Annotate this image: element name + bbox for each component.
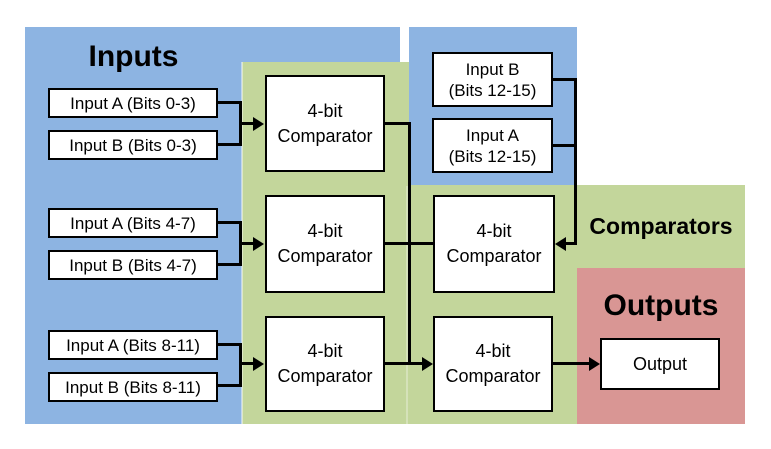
outputs-title: Outputs (603, 289, 719, 322)
input-box-b-12-15: Input B (Bits 12-15) (432, 52, 553, 107)
comparator-box-4: 4-bit Comparator (433, 195, 555, 293)
wire-merge-12-15 (574, 78, 577, 245)
wire-input-a-4-7 (218, 221, 242, 224)
input-box-b-0-3: Input B (Bits 0-3) (48, 130, 218, 160)
wire-input-a-12-15 (553, 144, 577, 147)
wire-into-comparator-4 (564, 242, 577, 245)
wire-merge-8-11 (239, 343, 242, 387)
comparator-label-line2: Comparator (277, 125, 373, 146)
input-box-label: Input B (Bits 4-7) (69, 255, 197, 275)
comparator-box-2: 4-bit Comparator (265, 195, 385, 293)
wire-into-comparator-3 (239, 362, 255, 365)
arrowhead-into-output (589, 357, 600, 371)
comparator-label-line1: 4-bit (476, 221, 512, 241)
comparator-label-line2: Comparator (446, 246, 542, 266)
input-box-label-line2: (Bits 12-15) (448, 146, 537, 166)
wire-input-b-8-11 (218, 384, 242, 387)
input-box-label-line1: Input A (466, 125, 519, 145)
comparator-box-1: 4-bit Comparator (265, 75, 385, 172)
input-box-label: Input A (Bits 8-11) (66, 335, 200, 355)
arrowhead-into-comparator-2 (253, 237, 264, 251)
input-box-label: Input A (Bits 0-3) (70, 93, 196, 113)
input-box-label: Input A (Bits 4-7) (70, 213, 196, 233)
comparator-label-line1: 4-bit (307, 341, 343, 361)
input-box-b-8-11: Input B (Bits 8-11) (48, 372, 218, 402)
wire-into-comparator-1 (239, 122, 255, 125)
comparator-label-line2: Comparator (445, 366, 541, 386)
wire-input-b-4-7 (218, 263, 242, 266)
input-box-label-line2: (Bits 12-15) (448, 80, 537, 100)
wire-comparator-2-to-4 (385, 242, 433, 245)
comparator-label-line1: 4-bit (307, 100, 343, 121)
arrowhead-into-comparator-4 (555, 237, 566, 251)
comparators-title: Comparators (589, 213, 733, 239)
wire-comparator-1-output (385, 122, 411, 125)
comparator-label-line1: 4-bit (475, 341, 511, 361)
wire-comparator-5-output (553, 362, 590, 365)
wire-input-b-0-3 (218, 143, 242, 146)
comparator-label-line1: 4-bit (307, 221, 343, 241)
input-box-a-0-3: Input A (Bits 0-3) (48, 88, 218, 118)
output-box: Output (600, 338, 720, 390)
arrowhead-into-comparator-5 (422, 357, 433, 371)
input-box-a-4-7: Input A (Bits 4-7) (48, 208, 218, 238)
wire-input-a-0-3 (218, 101, 242, 104)
comparator-box-3: 4-bit Comparator (265, 316, 385, 412)
wire-into-comparator-2 (239, 242, 255, 245)
input-box-label: Input B (Bits 8-11) (65, 377, 201, 397)
input-box-label: Input B (Bits 0-3) (69, 135, 197, 155)
wire-input-b-12-15 (553, 78, 577, 81)
region-seam (406, 186, 408, 424)
input-box-label-line1: Input B (465, 59, 520, 79)
input-box-b-4-7: Input B (Bits 4-7) (48, 250, 218, 280)
wire-comparator-3-to-5 (385, 362, 423, 365)
arrowhead-into-comparator-3 (253, 357, 264, 371)
comparator-label-line2: Comparator (277, 366, 373, 386)
wire-input-a-8-11 (218, 343, 242, 346)
comparator-label-line2: Comparator (277, 246, 373, 266)
input-box-a-12-15: Input A (Bits 12-15) (432, 118, 553, 173)
arrowhead-into-comparator-1 (253, 117, 264, 131)
input-box-a-8-11: Input A (Bits 8-11) (48, 330, 218, 360)
output-box-label: Output (632, 353, 688, 374)
comparator-box-5: 4-bit Comparator (433, 316, 553, 412)
inputs-title: Inputs (88, 40, 179, 73)
